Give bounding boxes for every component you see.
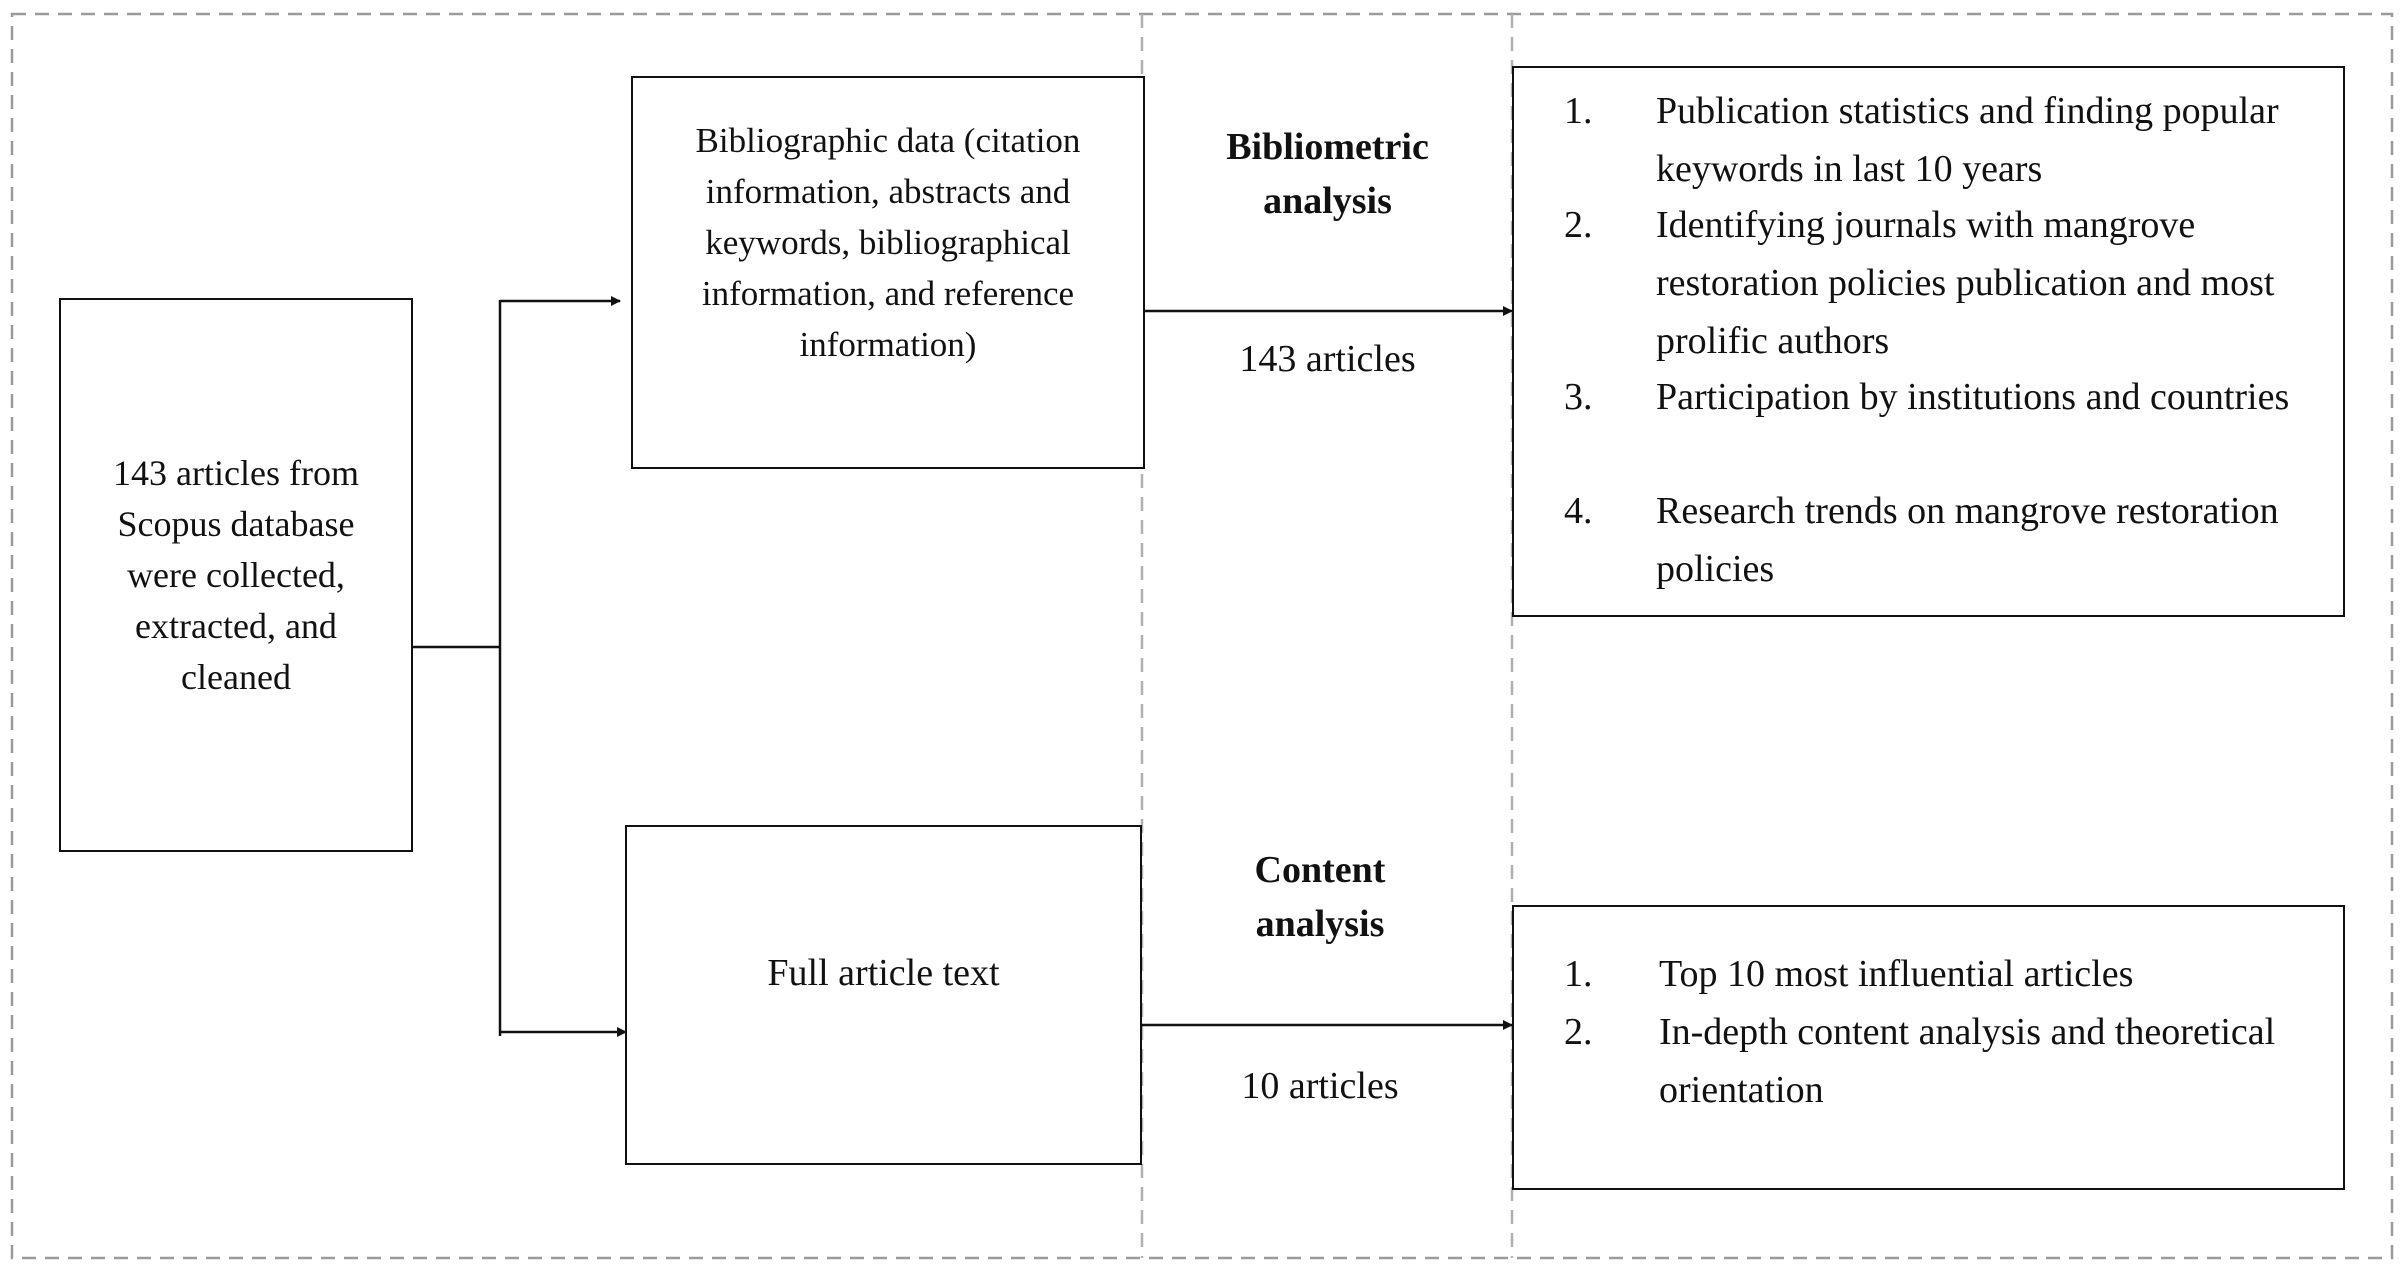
full-article-text-box: Full article text: [625, 825, 1142, 1165]
source-text: 143 articles from Scopus database were c…: [113, 452, 359, 697]
bibliometric-result-number: 1.: [1564, 90, 1593, 132]
bibliometric-result-number: 3.: [1564, 376, 1593, 418]
bibliometric-result-number: 2.: [1564, 204, 1593, 246]
source-box: 143 articles from Scopus database were c…: [59, 298, 413, 852]
bibliometric-result-text: Research trends on mangrove restoration …: [1656, 490, 2279, 590]
outer-frame: [10, 12, 2394, 1260]
bibliometric-result-text: Participation by institutions and countr…: [1656, 376, 2290, 418]
content-results-list: 1. Top 10 most influential articles 2. I…: [1564, 945, 2324, 1119]
bibliometric-result-number: 4.: [1564, 490, 1593, 532]
content-result-item: 2. In-depth content analysis and theoret…: [1564, 1003, 2324, 1119]
content-result-number: 1.: [1564, 953, 1593, 995]
bibliometric-result-item: 3. Participation by institutions and cou…: [1564, 368, 2324, 482]
content-result-text: Top 10 most influential articles: [1659, 953, 2134, 995]
full-article-text: Full article text: [767, 951, 1000, 994]
bibliometric-result-item: 4. Research trends on mangrove restorati…: [1564, 482, 2324, 596]
content-result-text: In-depth content analysis and theoretica…: [1659, 1011, 2276, 1111]
bibliometric-article-count: 143 articles: [1239, 338, 1416, 380]
bibliometric-result-text: Identifying journals with mangrove resto…: [1656, 204, 2275, 362]
content-article-count: 10 articles: [1241, 1065, 1399, 1107]
bibliometric-results-list: 1. Publication statistics and finding po…: [1564, 90, 2324, 596]
content-result-item: 1. Top 10 most influential articles: [1564, 945, 2324, 1003]
bibliometric-result-text: Publication statistics and finding popul…: [1656, 90, 2279, 190]
bibliometric-results-box: 1. Publication statistics and finding po…: [1512, 66, 2345, 617]
bibliographic-data-text: Bibliographic data (citation information…: [695, 121, 1081, 364]
content-result-number: 2.: [1564, 1011, 1593, 1053]
bibliometric-result-item: 1. Publication statistics and finding po…: [1564, 82, 2324, 196]
bibliometric-analysis-label: Bibliometric analysis: [1226, 126, 1429, 222]
content-results-box: 1. Top 10 most influential articles 2. I…: [1512, 905, 2345, 1190]
bibliographic-data-box: Bibliographic data (citation information…: [631, 76, 1145, 469]
content-analysis-label: Content analysis: [1254, 849, 1386, 945]
bibliometric-result-item: 2. Identifying journals with mangrove re…: [1564, 196, 2324, 368]
